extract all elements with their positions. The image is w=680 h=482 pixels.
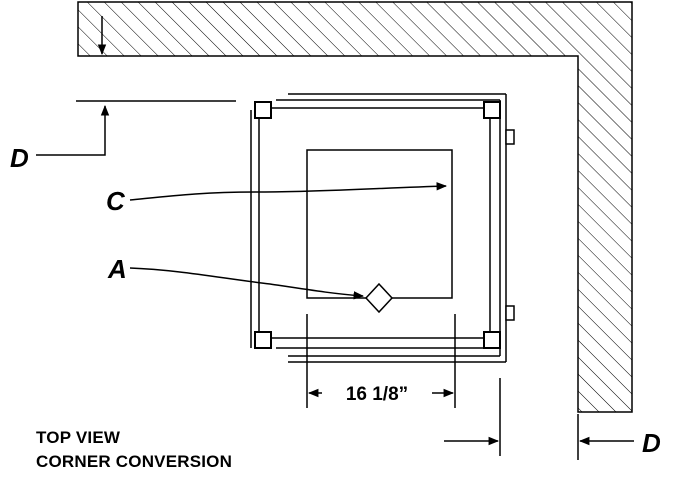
inner-panel-c: [306, 149, 453, 299]
dim-width-label: 16 1/8”: [346, 384, 408, 405]
callout-d-right-label: D: [642, 428, 661, 458]
corner-post-bottom-left: [254, 331, 272, 349]
caption-line-1: TOP VIEW: [36, 428, 121, 447]
d-left-leader: [36, 104, 110, 156]
corner-post-top-left: [254, 101, 272, 119]
right-bracket-upper: [505, 129, 515, 145]
corner-post-top-right: [483, 101, 501, 119]
callout-d-left-label: D: [10, 143, 29, 173]
caption-line-2: CORNER CONVERSION: [36, 452, 233, 471]
callout-a-leader: [129, 267, 365, 300]
callout-a-label: A: [107, 254, 127, 284]
right-bracket-lower: [505, 305, 515, 321]
callout-c-label: C: [106, 186, 126, 216]
callout-c-leader: [129, 182, 448, 201]
hatched-corner-wall: [77, 1, 633, 413]
diamond-marker-a: [364, 282, 394, 314]
corner-post-bottom-right: [483, 331, 501, 349]
